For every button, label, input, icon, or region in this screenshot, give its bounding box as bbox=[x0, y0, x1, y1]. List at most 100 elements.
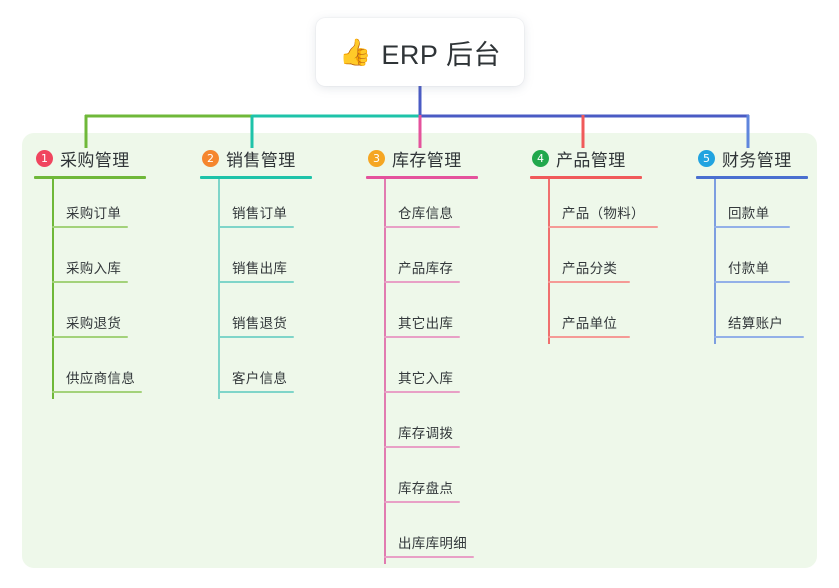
item-rule bbox=[384, 281, 460, 283]
branch-title: 财务管理 bbox=[722, 150, 792, 170]
item-label: 产品分类 bbox=[562, 261, 618, 276]
item-label: 其它入库 bbox=[398, 371, 454, 386]
branch-items: 仓库信息 产品库存 其它出库 其它入库 库存调拨 库存盘点 bbox=[366, 179, 516, 564]
list-item[interactable]: 库存调拨 bbox=[384, 399, 516, 454]
branch-badge-3: 3 bbox=[368, 149, 385, 167]
item-rule bbox=[52, 336, 128, 338]
list-item[interactable]: 采购入库 bbox=[52, 234, 184, 289]
list-item[interactable]: 付款单 bbox=[714, 234, 839, 289]
item-label: 客户信息 bbox=[232, 371, 288, 386]
branch-header-rule bbox=[366, 176, 478, 179]
item-label: 销售订单 bbox=[232, 206, 288, 221]
item-rule bbox=[384, 226, 460, 228]
branch-spine bbox=[548, 179, 550, 344]
item-label: 库存调拨 bbox=[398, 426, 454, 441]
item-label: 产品单位 bbox=[562, 316, 618, 331]
root-title: ERP 后台 bbox=[381, 39, 501, 70]
list-item[interactable]: 供应商信息 bbox=[52, 344, 184, 399]
branch-badge-1: 1 bbox=[36, 149, 53, 167]
branch-header-rule bbox=[34, 176, 146, 179]
list-item[interactable]: 产品分类 bbox=[548, 234, 690, 289]
item-label: 仓库信息 bbox=[398, 206, 454, 221]
branch-header[interactable]: 3 库存管理 bbox=[366, 145, 516, 171]
branch-spine bbox=[218, 179, 220, 399]
item-rule bbox=[218, 226, 294, 228]
list-item[interactable]: 其它出库 bbox=[384, 289, 516, 344]
list-item[interactable]: 销售订单 bbox=[218, 179, 350, 234]
list-item[interactable]: 销售退货 bbox=[218, 289, 350, 344]
item-label: 产品库存 bbox=[398, 261, 454, 276]
item-rule bbox=[384, 556, 474, 558]
branch-badge-2: 2 bbox=[202, 149, 219, 167]
list-item[interactable]: 产品（物料） bbox=[548, 179, 690, 234]
item-label: 回款单 bbox=[728, 206, 770, 221]
item-label: 销售出库 bbox=[232, 261, 288, 276]
branch-column-product: 4 产品管理 产品（物料） 产品分类 产品单位 bbox=[530, 145, 690, 344]
item-label: 采购订单 bbox=[66, 206, 122, 221]
root-node-card[interactable]: 👍 ERP 后台 bbox=[316, 18, 524, 86]
list-item[interactable]: 仓库信息 bbox=[384, 179, 516, 234]
branch-badge-5: 5 bbox=[698, 149, 715, 167]
item-rule bbox=[52, 226, 128, 228]
content-panel bbox=[22, 133, 817, 568]
item-label: 结算账户 bbox=[728, 316, 784, 331]
branch-header[interactable]: 1 采购管理 bbox=[34, 145, 184, 171]
item-rule bbox=[218, 391, 294, 393]
item-label: 出库库明细 bbox=[398, 536, 467, 551]
list-item[interactable]: 产品单位 bbox=[548, 289, 690, 344]
item-rule bbox=[218, 281, 294, 283]
branch-items: 产品（物料） 产品分类 产品单位 bbox=[530, 179, 690, 344]
branch-badge-4: 4 bbox=[532, 149, 549, 167]
item-label: 库存盘点 bbox=[398, 481, 454, 496]
item-label: 采购入库 bbox=[66, 261, 122, 276]
branch-items: 采购订单 采购入库 采购退货 供应商信息 bbox=[34, 179, 184, 399]
branch-spine bbox=[714, 179, 716, 344]
branch-header[interactable]: 4 产品管理 bbox=[530, 145, 690, 171]
branch-column-inventory: 3 库存管理 仓库信息 产品库存 其它出库 其它入库 库存调拨 bbox=[366, 145, 516, 564]
item-rule bbox=[384, 446, 460, 448]
branch-column-purchasing: 1 采购管理 采购订单 采购入库 采购退货 供应商信息 bbox=[34, 145, 184, 399]
list-item[interactable]: 库存盘点 bbox=[384, 454, 516, 509]
branch-column-finance: 5 财务管理 回款单 付款单 结算账户 bbox=[696, 145, 839, 344]
branch-spine bbox=[52, 179, 54, 399]
item-rule bbox=[384, 336, 460, 338]
branch-header[interactable]: 5 财务管理 bbox=[696, 145, 839, 171]
item-rule bbox=[714, 226, 790, 228]
branch-header-rule bbox=[200, 176, 312, 179]
branch-header[interactable]: 2 销售管理 bbox=[200, 145, 350, 171]
list-item[interactable]: 销售出库 bbox=[218, 234, 350, 289]
list-item[interactable]: 回款单 bbox=[714, 179, 839, 234]
list-item[interactable]: 结算账户 bbox=[714, 289, 839, 344]
item-rule bbox=[52, 391, 142, 393]
branch-items: 回款单 付款单 结算账户 bbox=[696, 179, 839, 344]
list-item[interactable]: 产品库存 bbox=[384, 234, 516, 289]
branch-title: 采购管理 bbox=[60, 150, 130, 170]
item-rule bbox=[548, 226, 658, 228]
list-item[interactable]: 客户信息 bbox=[218, 344, 350, 399]
item-rule bbox=[218, 336, 294, 338]
item-label: 其它出库 bbox=[398, 316, 454, 331]
item-label: 产品（物料） bbox=[562, 206, 645, 221]
branch-column-sales: 2 销售管理 销售订单 销售出库 销售退货 客户信息 bbox=[200, 145, 350, 399]
item-rule bbox=[548, 281, 630, 283]
list-item[interactable]: 采购退货 bbox=[52, 289, 184, 344]
item-rule bbox=[384, 501, 460, 503]
item-label: 付款单 bbox=[728, 261, 770, 276]
branch-spine bbox=[384, 179, 386, 564]
branch-title: 产品管理 bbox=[556, 150, 626, 170]
list-item[interactable]: 出库库明细 bbox=[384, 509, 516, 564]
item-rule bbox=[384, 391, 460, 393]
branch-title: 销售管理 bbox=[226, 150, 296, 170]
branch-header-rule bbox=[530, 176, 642, 179]
thumbs-up-icon: 👍 bbox=[339, 37, 372, 67]
item-rule bbox=[548, 336, 630, 338]
item-label: 采购退货 bbox=[66, 316, 122, 331]
branch-title: 库存管理 bbox=[392, 150, 462, 170]
item-rule bbox=[714, 336, 804, 338]
branch-header-rule bbox=[696, 176, 808, 179]
item-label: 销售退货 bbox=[232, 316, 288, 331]
list-item[interactable]: 其它入库 bbox=[384, 344, 516, 399]
list-item[interactable]: 采购订单 bbox=[52, 179, 184, 234]
item-rule bbox=[52, 281, 128, 283]
item-label: 供应商信息 bbox=[66, 371, 135, 386]
